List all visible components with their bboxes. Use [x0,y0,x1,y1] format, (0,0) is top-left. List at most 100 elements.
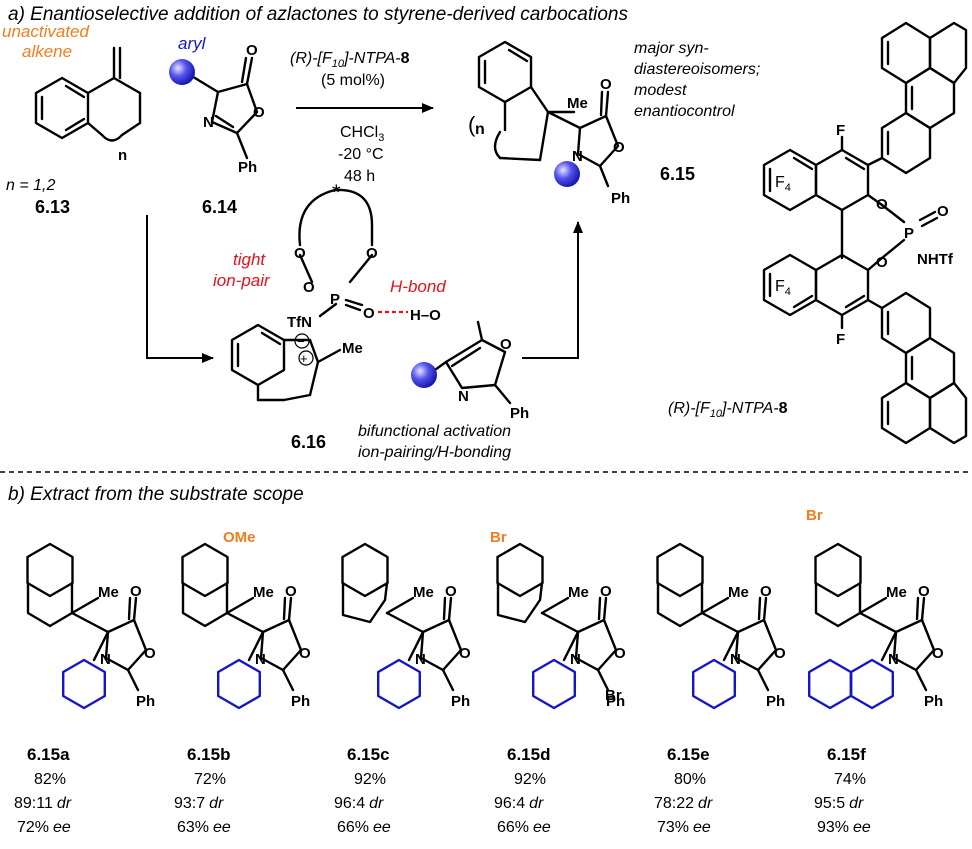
yield-value: 82% [34,771,66,788]
atom-n: N [570,651,581,668]
atom-ph: Ph [606,693,625,710]
solvent-label: CHCl3 [340,124,384,144]
atom-n: N [458,388,469,405]
atom-o: O [459,645,471,662]
aryl-sphere-icon [411,362,437,388]
atom-o: O [363,305,375,322]
atom-o: O [600,583,612,600]
yield-value: 74% [834,771,866,788]
atom-ph: Ph [451,693,470,710]
n-range-label: n = 1,2 [6,177,55,194]
naphthyl-ring [808,658,852,710]
catalyst-label: (R)-[F10]-NTPA-8 [290,50,410,70]
benzene-ring [181,542,229,598]
compound-6-16-structure [230,323,342,402]
ion-pair-label: ion-pair [213,271,271,290]
atom-o: O [299,645,311,662]
aryl-sphere-icon [554,161,580,187]
atom-me: Me [567,95,588,112]
substituent-br: Br [806,507,823,524]
atom-o: O [937,203,949,220]
atom-n: N [255,651,266,668]
yield-value: 92% [354,771,386,788]
bifunctional-line-1: bifunctional activation [358,423,511,440]
catalyst-8-structure [762,21,968,445]
atom-o: O [246,42,258,59]
benzene-ring [814,542,862,598]
atom-f: F [836,331,845,348]
pathway-arrow-up [522,221,583,359]
scope-compound-6.15d [496,542,618,710]
outcome-line-4: enantiocontrol [634,103,735,120]
ring-bracket: ( [468,112,476,137]
benzene-ring [341,542,389,598]
h-bond-label: H-bond [390,277,446,296]
unactivated-label-1: unactivated [2,22,89,41]
atom-o: O [294,245,306,262]
compound-6-15-label: 6.15 [660,164,695,184]
bifunctional-line-2: ion-pairing/H-bonding [358,444,511,461]
aryl-ring [692,658,736,710]
atom-n: N [572,148,583,165]
atom-tfn: TfN [287,314,312,331]
aryl-ring [377,658,421,710]
atom-o: O [774,645,786,662]
atom-o: O [130,583,142,600]
compound-6-13-structure [34,46,142,142]
atom-o: O [366,245,378,262]
atom-me: Me [342,340,363,357]
atom-o: O [614,645,626,662]
ee-value: 73%ee [657,819,711,836]
compound-6-13-label: 6.13 [35,197,70,217]
compound-id-label: 6.15b [187,745,230,764]
atom-o: O [876,254,888,271]
atom-n: N [730,651,741,668]
atom-me: Me [886,584,907,601]
yield-value: 80% [674,771,706,788]
atom-f: F [836,122,845,139]
atom-ph: Ph [238,159,257,176]
aryl-sphere-icon [169,59,195,85]
atom-n: N [888,651,899,668]
atom-o: O [303,279,315,296]
atom-me: Me [98,584,119,601]
benzene-ring [26,542,74,598]
atom-o: O [876,196,888,213]
atom-o: O [253,104,265,121]
atom-p: P [330,291,340,308]
substituent-br: Br [605,687,622,704]
atom-p: P [904,225,914,242]
substituent-br: Br [490,529,507,546]
compound-id-label: 6.15f [827,745,866,764]
compound-6-15-structure [477,40,620,188]
atom-ph: Ph [291,693,310,710]
n-label: n [475,121,485,138]
atom-o: O [600,76,612,93]
atom-me: Me [568,584,589,601]
aryl-ring [850,658,894,710]
benzene-ring [496,542,544,598]
atom-h-o: H–O [410,307,441,324]
atom-n: N [100,651,111,668]
atom-o: O [613,139,625,156]
scope-compound-6.15f [808,542,936,710]
atom-n: N [415,651,426,668]
scope-compound-6.15e [656,542,778,710]
scope-compound-6.15b [181,542,303,710]
atom-ph: Ph [766,693,785,710]
compound-id-label: 6.15a [27,745,70,764]
compound-id-label: 6.15d [507,745,550,764]
atom-ph: Ph [611,190,630,207]
n-label: n [118,147,127,164]
compound-id-label: 6.15e [667,745,710,764]
chiral-star: * [332,180,341,205]
ee-value: 66%ee [497,819,551,836]
catalyst-name: (R)-[F10]-NTPA-8 [668,400,788,420]
atom-ph: Ph [136,693,155,710]
ee-value: 66%ee [337,819,391,836]
benzene-ring [656,542,704,598]
